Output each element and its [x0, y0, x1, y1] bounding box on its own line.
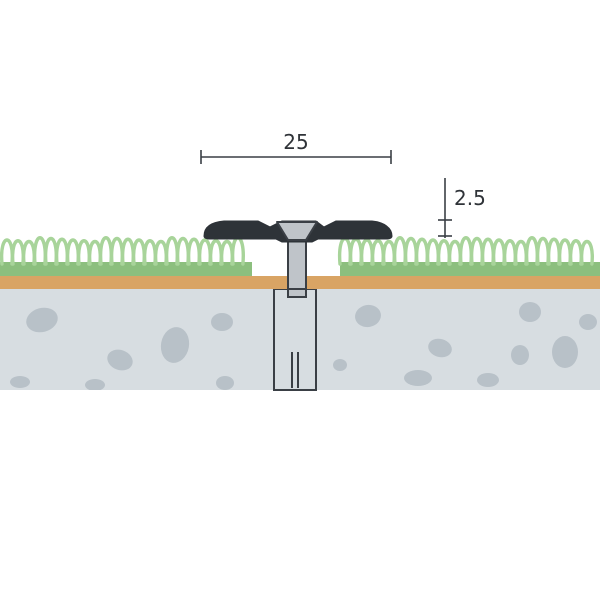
screed-stone [107, 349, 133, 371]
height-dimension-label: 2.5 [454, 186, 486, 210]
screed-stone [160, 327, 190, 363]
carpet-loop [491, 238, 506, 266]
height-dimension: 2.5 [438, 178, 486, 238]
carpet-loop [524, 236, 539, 266]
carpet-loop [370, 239, 385, 266]
carpet-loop [197, 238, 212, 266]
carpet-loop [447, 240, 462, 266]
screed-stone [511, 345, 529, 365]
carpet-loop [219, 240, 234, 266]
carpet-loop [381, 240, 396, 266]
screw-head [276, 221, 318, 241]
carpet-loop [557, 238, 572, 266]
carpet-loop [142, 239, 157, 266]
carpet-loop [87, 240, 102, 266]
carpet-loop [579, 240, 594, 266]
carpet-loop [458, 236, 473, 266]
carpet-loop [230, 236, 245, 266]
carpet-loop [359, 238, 374, 266]
carpet-loop [10, 239, 25, 266]
carpet-loop [513, 240, 528, 266]
carpet-loop [21, 240, 36, 266]
screed-stone [519, 302, 541, 322]
carpet-loop [392, 236, 407, 266]
dowel [273, 288, 317, 391]
screed-stone [85, 379, 105, 390]
screw-shank-lower [287, 288, 307, 298]
carpet-loop [98, 236, 113, 266]
screed-stone [579, 314, 597, 330]
carpet-loop [54, 237, 69, 266]
carpet-loop [164, 236, 179, 266]
carpet-loop [208, 239, 223, 266]
screed-stone [552, 336, 578, 368]
carpet-pile-right [337, 236, 594, 266]
width-dimension-label: 25 [283, 130, 308, 154]
carpet-loop [568, 239, 583, 266]
screw-shank [287, 237, 307, 291]
carpet-loop [65, 238, 80, 266]
carpet-loop [546, 237, 561, 266]
carpet-loop [403, 236, 418, 266]
carpet-loop [337, 236, 352, 266]
carpet-loop [109, 236, 124, 266]
screed-stone [428, 338, 452, 358]
carpet-loop [348, 237, 363, 266]
carpet-loop [76, 239, 91, 266]
width-dimension: 25 [200, 130, 392, 164]
carpet-loop [0, 238, 14, 266]
carpet-loop [32, 236, 47, 266]
carpet-loop [131, 238, 146, 266]
screed-stones [10, 302, 597, 390]
screed-stone [404, 370, 432, 386]
carpet-loop [480, 237, 495, 266]
carpet-loop [535, 236, 550, 266]
wall-plug-icon [273, 288, 317, 391]
screed-stone [10, 376, 30, 388]
carpet-loop [153, 240, 168, 266]
carpet-loop [175, 236, 190, 266]
carpet-loop [425, 238, 440, 266]
carpet-loop [436, 239, 451, 266]
carpet-pile-left [0, 236, 245, 266]
carpet-loop [186, 237, 201, 266]
carpet-backing-left [0, 262, 252, 276]
screed-stone [26, 307, 58, 333]
carpet-loop [414, 237, 429, 266]
carpet-loop [469, 236, 484, 266]
screed-stone [477, 373, 499, 387]
screed-stone [333, 359, 347, 371]
screed-stone [211, 313, 233, 331]
screed-stone [216, 376, 234, 390]
carpet-loop [502, 239, 517, 266]
screed-stone [355, 304, 381, 328]
carpet-loop [43, 236, 58, 266]
carpet-loop [120, 237, 135, 266]
countersunk-screw-icon [287, 237, 307, 298]
